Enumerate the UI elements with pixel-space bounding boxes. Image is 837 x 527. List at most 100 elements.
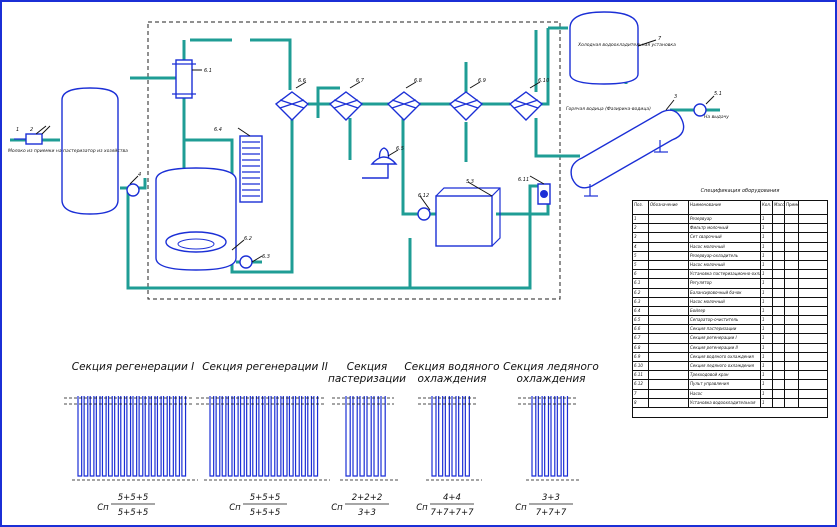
tank-1 [61, 87, 119, 215]
spec-cell [773, 260, 785, 270]
formula-prefix: Сп [97, 503, 109, 513]
spec-cell: 1 [761, 343, 773, 352]
spec-cell: 1 [761, 371, 773, 380]
spec-cell: Секция регенерации II [689, 343, 761, 352]
section-plate [221, 396, 227, 477]
formula-numerator: 2+2+2 [352, 493, 382, 503]
section-plate [550, 396, 556, 477]
spec-header-cell: Приме-чание [785, 201, 799, 214]
section-plate [258, 396, 264, 477]
label-6-5: 6.5 [396, 146, 404, 152]
spec-cell [785, 288, 799, 297]
spec-cell [785, 334, 799, 343]
spec-cell [773, 270, 785, 279]
spec-cell: 6.9 [633, 352, 649, 361]
spec-cell [773, 343, 785, 352]
control-panel-6-12 [435, 187, 501, 247]
spec-header-cell: Масса ед., кг [773, 201, 785, 214]
label-5-1: 5.1 [714, 91, 722, 97]
spec-cell: 6.3 [633, 297, 649, 306]
label-6-9: 6.9 [478, 78, 486, 84]
spec-cell [773, 215, 785, 224]
spec-header-cell: Кол. [761, 201, 773, 214]
section-plate [458, 396, 464, 477]
spec-header-cell: Обозначение [649, 201, 689, 214]
spec-cell [785, 371, 799, 380]
spec-cell: Секция регенерации I [689, 334, 761, 343]
spec-cell: 1 [761, 362, 773, 371]
section-plate [150, 396, 156, 477]
formula-prefix: Сп [331, 503, 343, 513]
inlet-filter [14, 133, 43, 145]
spec-cell [649, 343, 689, 352]
spec-cell: 1 [761, 334, 773, 343]
section-plate [246, 396, 251, 477]
spec-cell [773, 352, 785, 361]
section-plate [114, 396, 119, 477]
label-6-8: 6.8 [414, 78, 422, 84]
note-hot-water: Горячая водица (Фазирина-водица) [566, 106, 651, 112]
spec-cell [649, 362, 689, 371]
section-plate [95, 396, 101, 477]
section-plate [544, 396, 550, 477]
spec-cell [785, 398, 799, 407]
spec-cell [785, 279, 799, 288]
spec-cell [773, 389, 785, 398]
spec-cell [649, 260, 689, 270]
note-inlet: Молоко из приемки на пастеризатор из хоз… [8, 148, 128, 154]
spec-cell: 2 [633, 224, 649, 233]
spec-cell: Насос молочный [689, 297, 761, 306]
spec-cell [649, 297, 689, 306]
spec-cell [785, 297, 799, 306]
pump-6-3b [417, 207, 431, 221]
section-plate [252, 396, 258, 477]
spec-cell [773, 316, 785, 325]
section-plate [288, 396, 294, 477]
spec-cell [649, 371, 689, 380]
spec-cell [785, 233, 799, 242]
spec-cell [649, 380, 689, 389]
leader-lines [35, 39, 715, 263]
spec-cell [773, 380, 785, 389]
formula-denominator: 7+7+7 [536, 508, 567, 518]
section-plate [373, 396, 379, 477]
spec-cell [649, 306, 689, 316]
label-6-7: 6.7 [356, 78, 365, 84]
spec-cell: 6.2 [633, 288, 649, 297]
spec-cell [773, 251, 785, 260]
formula-numerator: 5+5+5 [118, 493, 148, 503]
formula-numerator: 4+4 [443, 493, 461, 503]
spec-cell [649, 233, 689, 242]
formula-numerator: 5+5+5 [250, 493, 280, 503]
section-plate [132, 396, 138, 477]
spec-cell: Пульт управления [689, 380, 761, 389]
three-way-valve-6-11 [537, 183, 551, 205]
section-plate [162, 396, 168, 477]
spec-cell [649, 279, 689, 288]
section-plate [282, 396, 288, 477]
spec-cell: 8 [633, 398, 649, 407]
section-title-line: охлаждения [517, 373, 586, 385]
spec-cell: Резервуар-охладитель [689, 251, 761, 260]
section-plate [438, 396, 444, 477]
section-plate [264, 396, 270, 477]
spec-cell: 7 [633, 389, 649, 398]
section-plate [270, 396, 276, 477]
formula-denominator: 3+3 [358, 508, 376, 518]
spec-cell [649, 215, 689, 224]
section-plate [464, 396, 470, 477]
spec-cell [773, 325, 785, 334]
section-title-line: Секция регенерации I [72, 361, 195, 373]
section-plate [366, 396, 372, 477]
spec-cell: 1 [761, 288, 773, 297]
spec-cell [773, 371, 785, 380]
section-plate [380, 396, 386, 477]
